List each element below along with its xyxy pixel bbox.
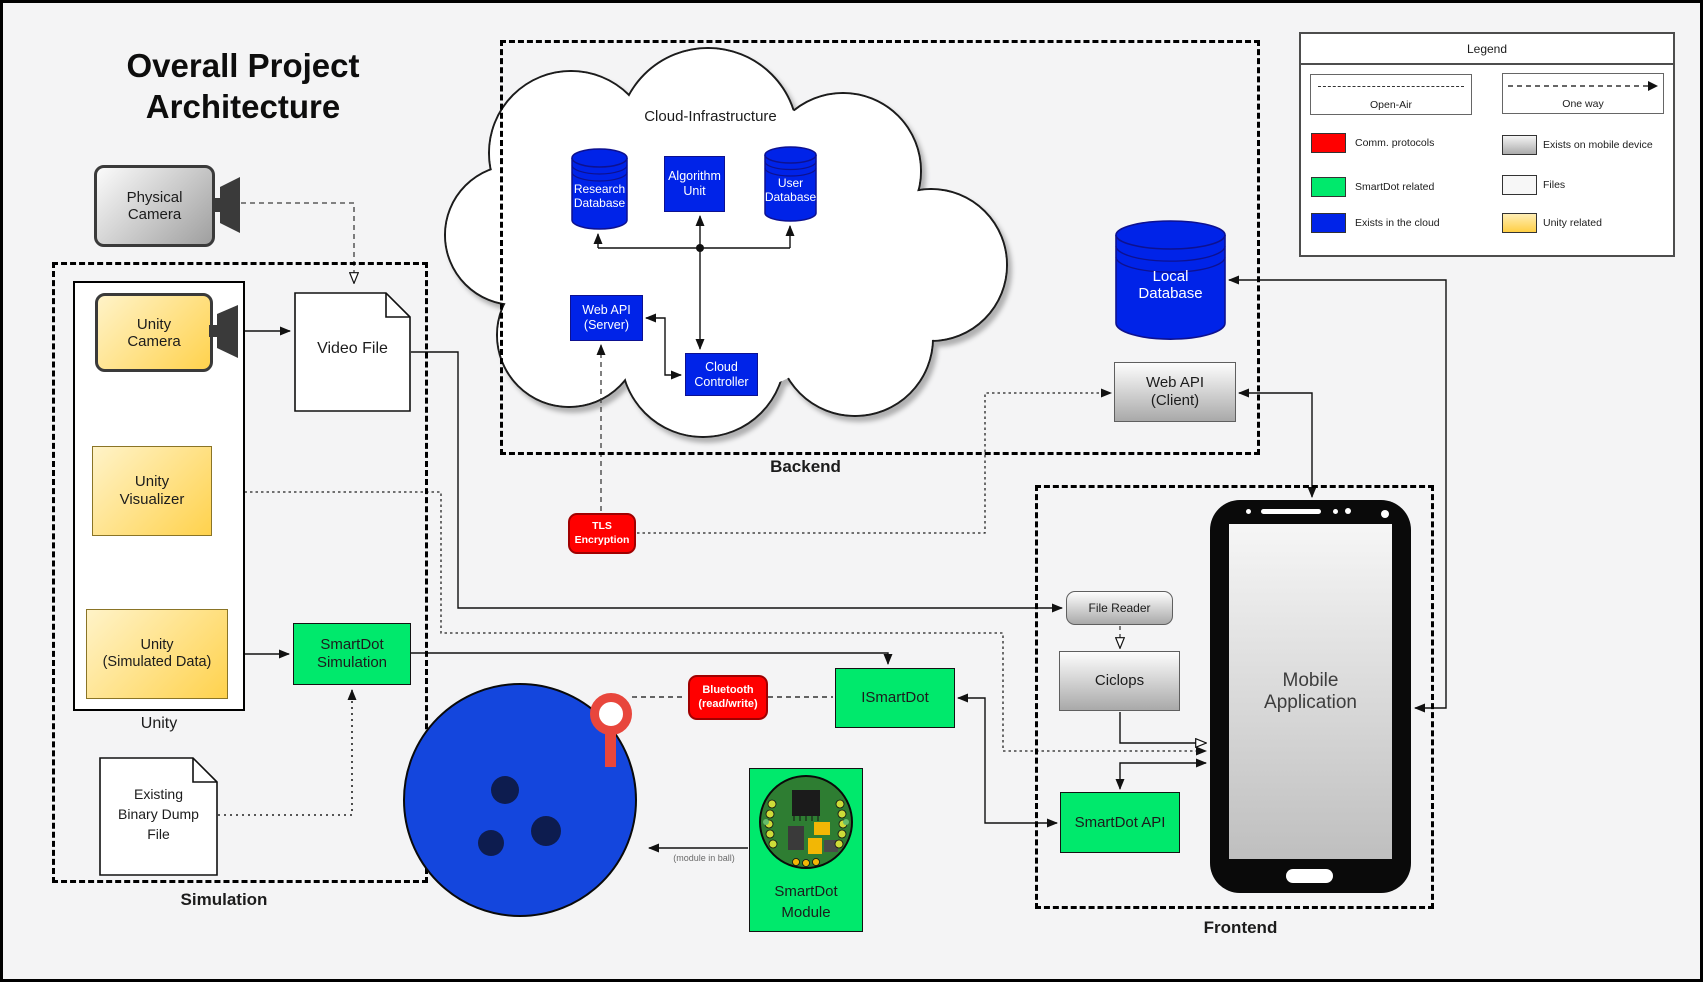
legend-label-unity-related: Unity related: [1543, 217, 1602, 229]
edge-physicalcamera-videofile: [241, 202, 354, 283]
edge-localdb-mobileapp: [1228, 275, 1447, 713]
video-file: Video File: [294, 292, 411, 412]
legend-swatch-comm-protocols: [1311, 133, 1346, 153]
cloud-label: Cloud-Infrastructure: [644, 108, 777, 125]
physical-camera: Physical Camera: [94, 165, 215, 247]
user-database-label: User Database: [764, 176, 817, 204]
ball-finger-hole-2: [531, 816, 561, 846]
legend-swatch-files: [1502, 175, 1537, 195]
legend-label-smartdot-related: SmartDot related: [1355, 181, 1435, 193]
mobile-phone: Mobile Application: [1210, 500, 1411, 893]
smartdot-simulation: SmartDot Simulation: [293, 623, 411, 685]
mobile-application-screen: Mobile Application: [1229, 524, 1392, 859]
junction-dot: [696, 244, 704, 252]
cloud-controller: Cloud Controller: [685, 353, 758, 396]
unity-simulated-data: Unity (Simulated Data): [86, 609, 228, 699]
phone-sensor-dot-1: [1333, 509, 1338, 514]
research-database: Research Database: [571, 148, 628, 230]
bowling-ball: [403, 683, 637, 917]
local-database: Local Database: [1115, 220, 1226, 341]
legend-swatch-smartdot-related: [1311, 177, 1346, 197]
smartdot-api: SmartDot API: [1060, 792, 1180, 853]
cloud-shape: [444, 47, 1008, 438]
oneway-arrow-icon: [1508, 81, 1658, 91]
physical-camera-lens-icon: [212, 177, 240, 233]
bluetooth-protocol: Bluetooth (read/write): [688, 675, 768, 720]
web-api-client: Web API (Client): [1114, 362, 1236, 422]
connector-layer: [3, 47, 1447, 853]
file-reader: File Reader: [1066, 591, 1173, 625]
edge-ciclops-mobileapp: [1119, 712, 1206, 743]
region-frontend: [1035, 485, 1434, 909]
pcb-board-icon: [759, 775, 853, 869]
region-frontend-label: Frontend: [1203, 918, 1278, 937]
phone-home-button: [1286, 869, 1333, 883]
ball-finger-hole-1: [491, 776, 519, 804]
region-simulation-label: Simulation: [180, 890, 268, 909]
region-backend: [500, 40, 1260, 455]
algorithm-unit: Algorithm Unit: [664, 156, 725, 212]
ball-marker-stem: [605, 729, 616, 767]
edge-tls-webapiclient: [637, 388, 1112, 534]
edge-smartdotapi-mobileapp: [1115, 758, 1207, 790]
ball-marker-ring-icon: [590, 693, 632, 735]
user-database: User Database: [764, 146, 817, 222]
legend-title: Legend: [1301, 34, 1673, 65]
legend-oneway-label: One way: [1562, 98, 1604, 110]
existing-binary-dump-file: Existing Binary Dump File: [99, 757, 218, 876]
unity-camera: Unity Camera: [95, 293, 213, 372]
video-file-label: Video File: [317, 340, 388, 357]
edge-webapiserver-cloudcontroller: [645, 313, 682, 380]
legend-label-exists-in-cloud: Exists in the cloud: [1355, 217, 1440, 229]
region-simulation: [52, 262, 428, 883]
ball-finger-hole-3: [478, 830, 504, 856]
local-database-label: Local Database: [1138, 268, 1203, 302]
module-in-ball-note: (module in ball): [673, 853, 735, 863]
tls-encryption: TLS Encryption: [568, 513, 636, 554]
edge-ismartdot-smartdotapi: [957, 693, 1058, 828]
edge-smartdotsimulation-ismartdot: [411, 652, 893, 665]
legend-oneway-sample: One way: [1502, 73, 1664, 114]
research-database-label: Research Database: [573, 182, 626, 210]
legend-label-files: Files: [1543, 179, 1566, 191]
ciclops: Ciclops: [1059, 651, 1180, 711]
legend-swatch-unity-related: [1502, 213, 1537, 233]
phone-camera-dot: [1246, 509, 1251, 514]
legend-swatch-exists-in-cloud: [1311, 213, 1346, 233]
legend-swatch-exists-on-mobile: [1502, 135, 1537, 155]
unity-visualizer: Unity Visualizer: [92, 446, 212, 536]
legend-label-exists-on-mobile: Exists on mobile device: [1543, 139, 1653, 151]
web-api-server: Web API (Server): [570, 295, 643, 341]
phone-sensor-dot-2: [1345, 508, 1351, 514]
legend-openair-label: Open-Air: [1369, 99, 1412, 111]
existing-binary-dump-file-label: Existing Binary Dump File: [118, 786, 199, 842]
region-backend-label: Backend: [770, 457, 841, 476]
page-title: Overall Project Architecture: [126, 47, 360, 125]
openair-line-icon: [1318, 86, 1464, 87]
unity-container-label: Unity: [140, 715, 178, 732]
smartdot-module-label: SmartDot Module: [774, 883, 838, 921]
phone-camera-dot-large: [1381, 510, 1389, 518]
unity-camera-lens-icon: [209, 305, 238, 358]
legend-openair-sample: Open-Air: [1310, 74, 1472, 115]
smartdot-module: SmartDot Module: [749, 768, 863, 932]
legend: Legend Open-Air One way Comm. protocols …: [1299, 32, 1675, 257]
ismartdot: ISmartDot: [835, 668, 955, 728]
legend-label-comm-protocols: Comm. protocols: [1355, 137, 1435, 149]
phone-speaker-slit: [1261, 509, 1321, 514]
